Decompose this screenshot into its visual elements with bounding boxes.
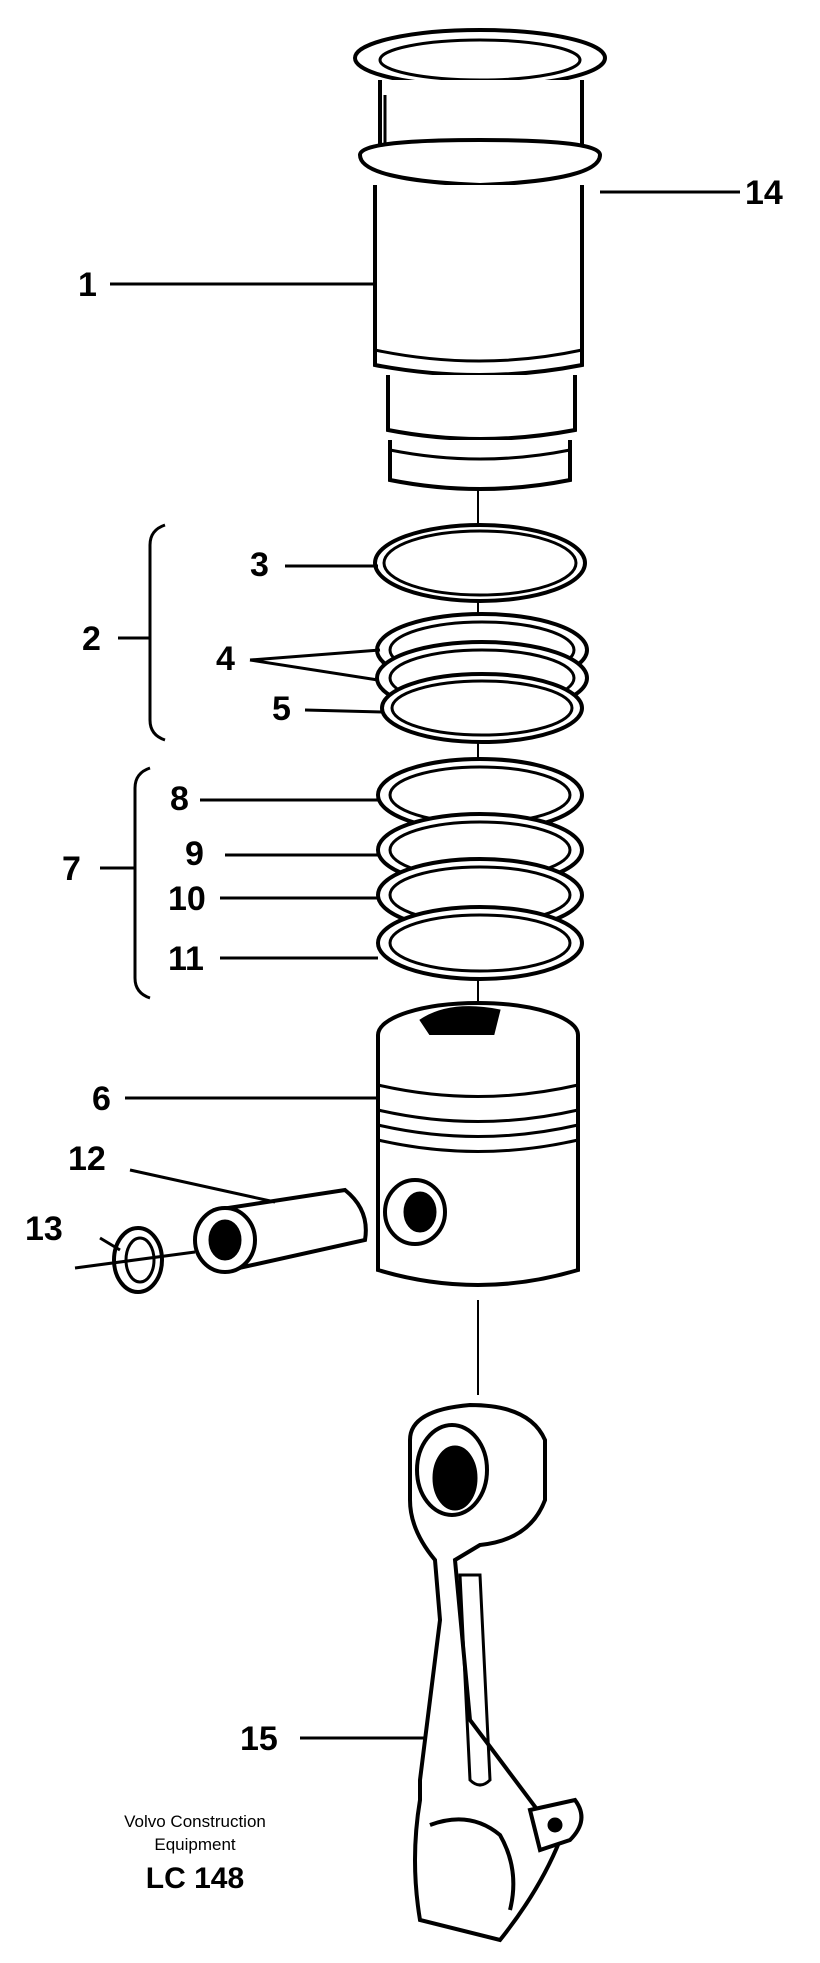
callout-4: 4 — [216, 640, 235, 678]
callout-1: 1 — [78, 266, 97, 304]
callout-13: 13 — [25, 1210, 63, 1248]
callout-14: 14 — [745, 174, 783, 212]
callout-5: 5 — [272, 690, 291, 728]
callout-8: 8 — [170, 780, 189, 818]
o-ring — [373, 523, 587, 603]
leader-5 — [304, 708, 383, 714]
callout-3: 3 — [250, 546, 269, 584]
piston-rings — [376, 757, 584, 981]
piston — [376, 1001, 580, 1287]
caption-block: Volvo Construction Equipment LC 148 — [90, 1810, 300, 1896]
seal-rings — [375, 612, 589, 744]
leader-13b — [99, 1236, 121, 1252]
callout-12: 12 — [68, 1140, 106, 1178]
cylinder-liner — [353, 28, 607, 491]
bracket-group-7 — [133, 766, 151, 1000]
callout-15: 15 — [240, 1720, 278, 1758]
piston-pin — [193, 1187, 368, 1274]
leader-4a — [249, 648, 381, 662]
callout-10: 10 — [168, 880, 206, 918]
caption-model: LC 148 — [145, 1862, 245, 1895]
callout-9: 9 — [185, 835, 204, 873]
caption-company-line2: Equipment — [154, 1835, 236, 1854]
leader-4b — [249, 658, 379, 682]
leader-12 — [129, 1168, 276, 1204]
callout-6: 6 — [92, 1080, 111, 1118]
callout-2: 2 — [82, 620, 101, 658]
callout-11: 11 — [168, 940, 204, 978]
connecting-rod — [408, 1402, 584, 1943]
leader-13a — [74, 1250, 196, 1270]
caption-company: Volvo Construction — [124, 1812, 266, 1831]
callout-7: 7 — [62, 850, 81, 888]
bracket-group-2 — [148, 523, 166, 742]
